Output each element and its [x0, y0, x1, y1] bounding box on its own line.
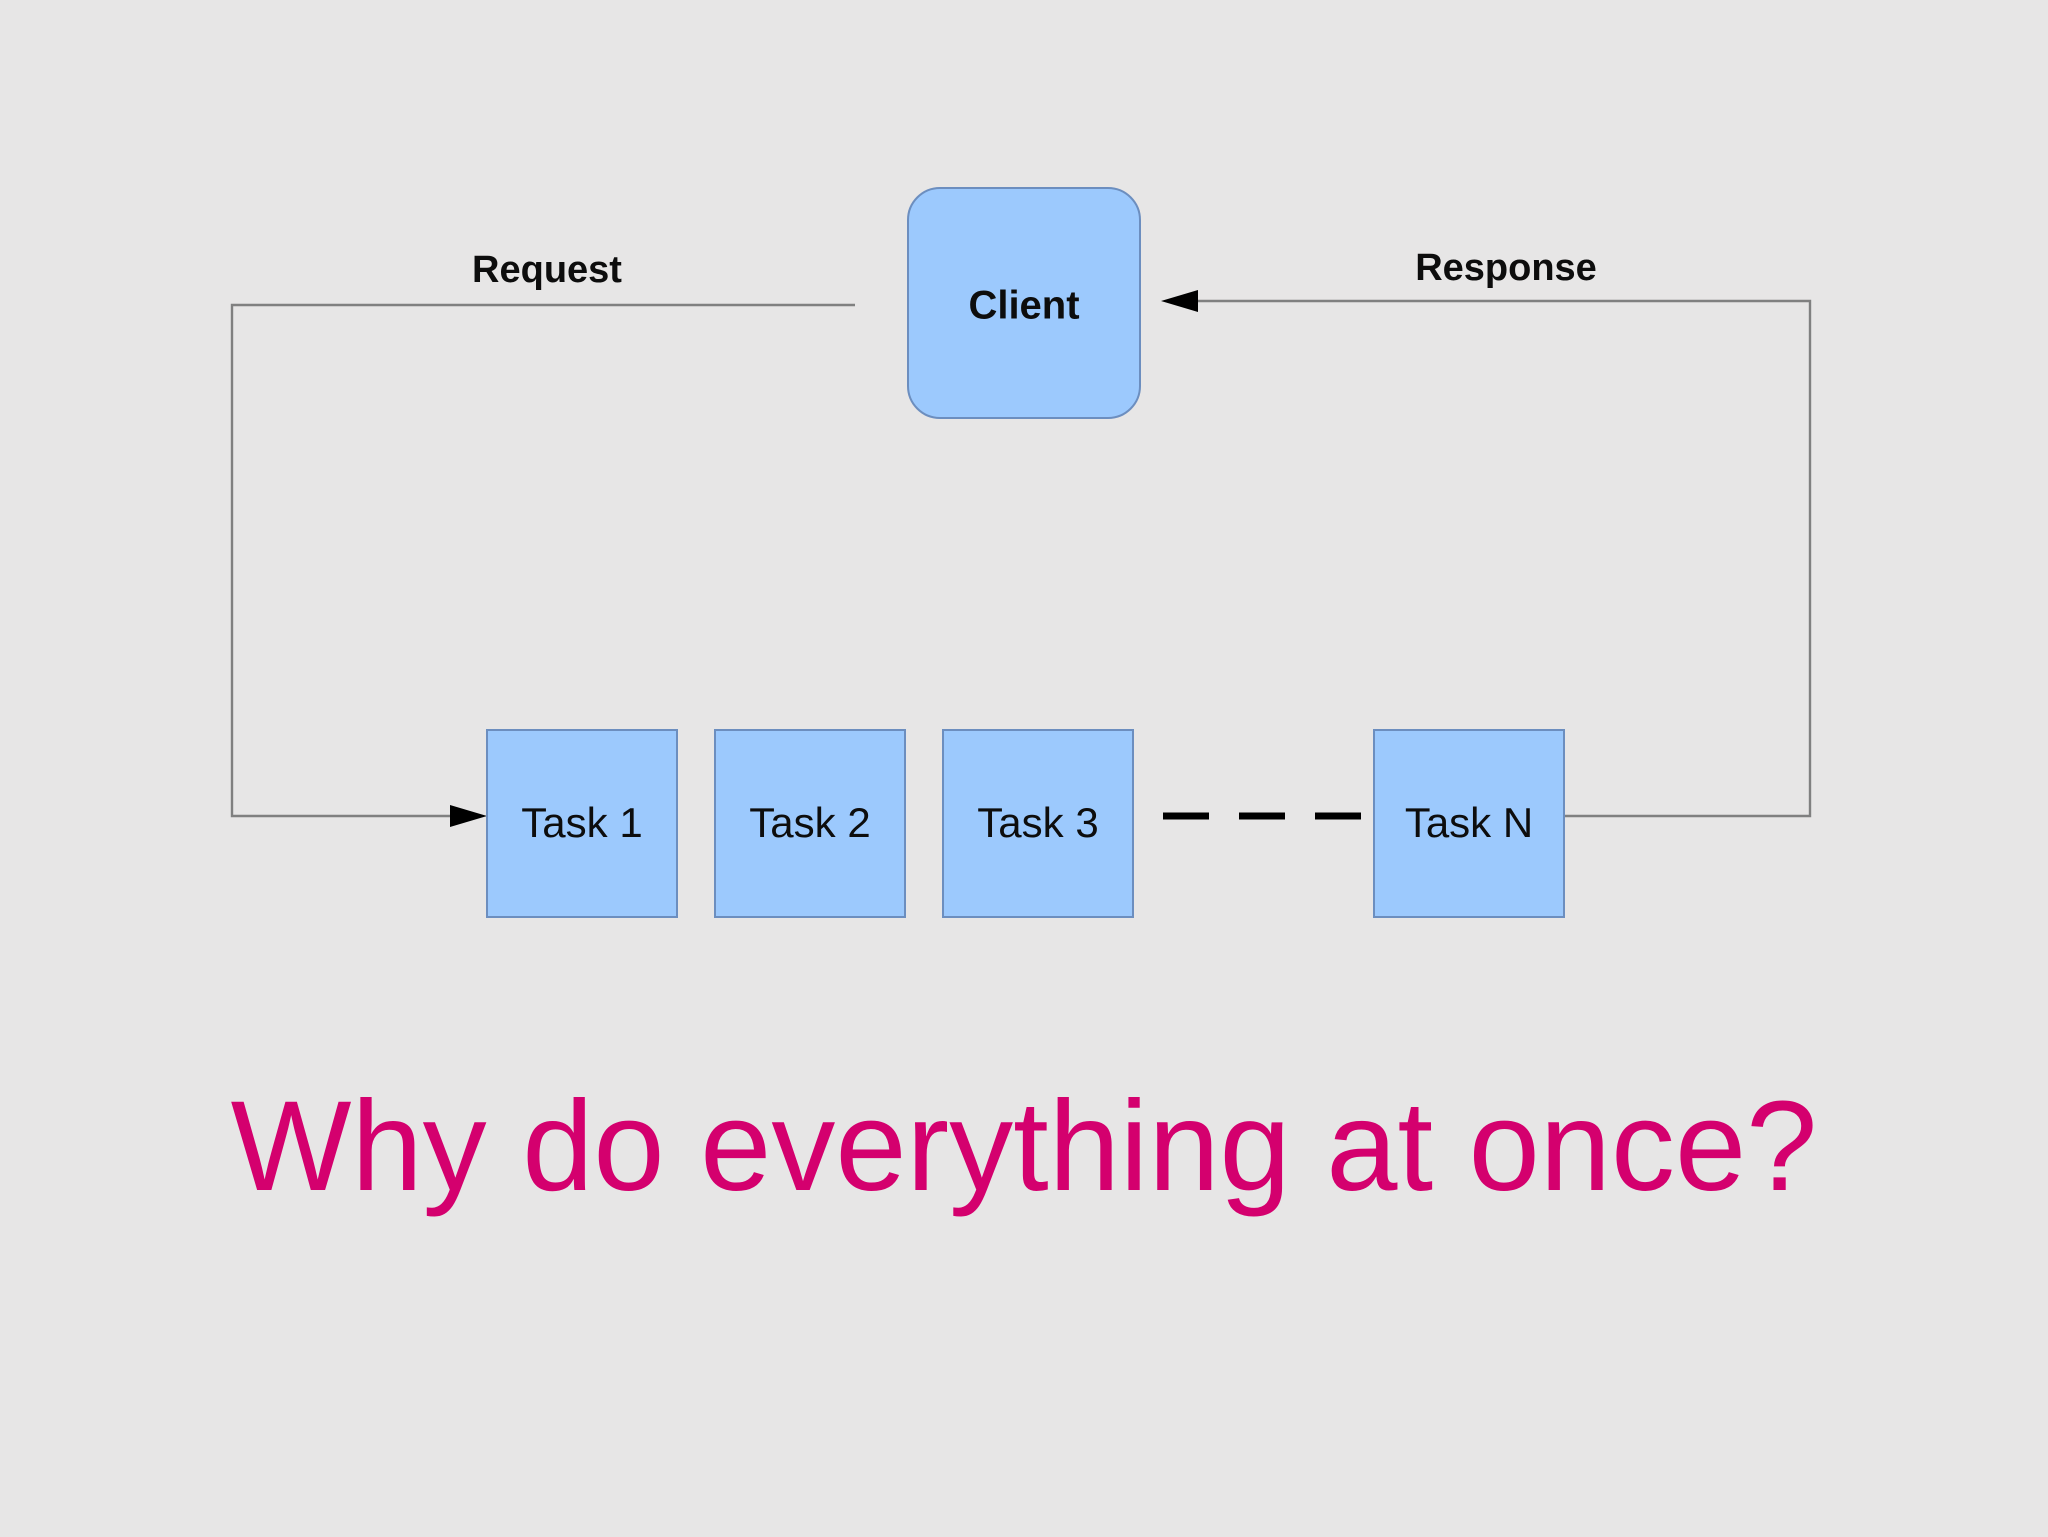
- task-2-label: Task 2: [749, 799, 870, 846]
- request-edge-label: Request: [472, 249, 622, 291]
- response-edge: [1161, 290, 1812, 818]
- caption-text: Why do everything at once?: [231, 1075, 1818, 1218]
- node-client[interactable]: Client: [907, 187, 1141, 419]
- task-3-shape[interactable]: [942, 729, 1134, 918]
- task-1-label: Task 1: [521, 799, 642, 846]
- node-task-2[interactable]: Task 2: [714, 729, 906, 918]
- response-edge-line: [1193, 299, 1812, 818]
- task-n-label: Task N: [1405, 799, 1533, 846]
- node-task-n[interactable]: Task N: [1373, 729, 1565, 918]
- task-3-label: Task 3: [977, 799, 1098, 846]
- request-edge-line: [230, 303, 855, 818]
- client-node-shape[interactable]: [907, 187, 1141, 419]
- response-arrow-head: [1161, 290, 1198, 312]
- request-arrow-head: [450, 805, 487, 827]
- client-node-label: Client: [968, 284, 1079, 328]
- node-task-3[interactable]: Task 3: [942, 729, 1134, 918]
- task-1-shape[interactable]: [486, 729, 678, 918]
- task-2-shape[interactable]: [714, 729, 906, 918]
- request-edge: [230, 303, 855, 827]
- response-edge-label: Response: [1415, 247, 1597, 289]
- node-task-1[interactable]: Task 1: [486, 729, 678, 918]
- task-n-shape[interactable]: [1373, 729, 1565, 918]
